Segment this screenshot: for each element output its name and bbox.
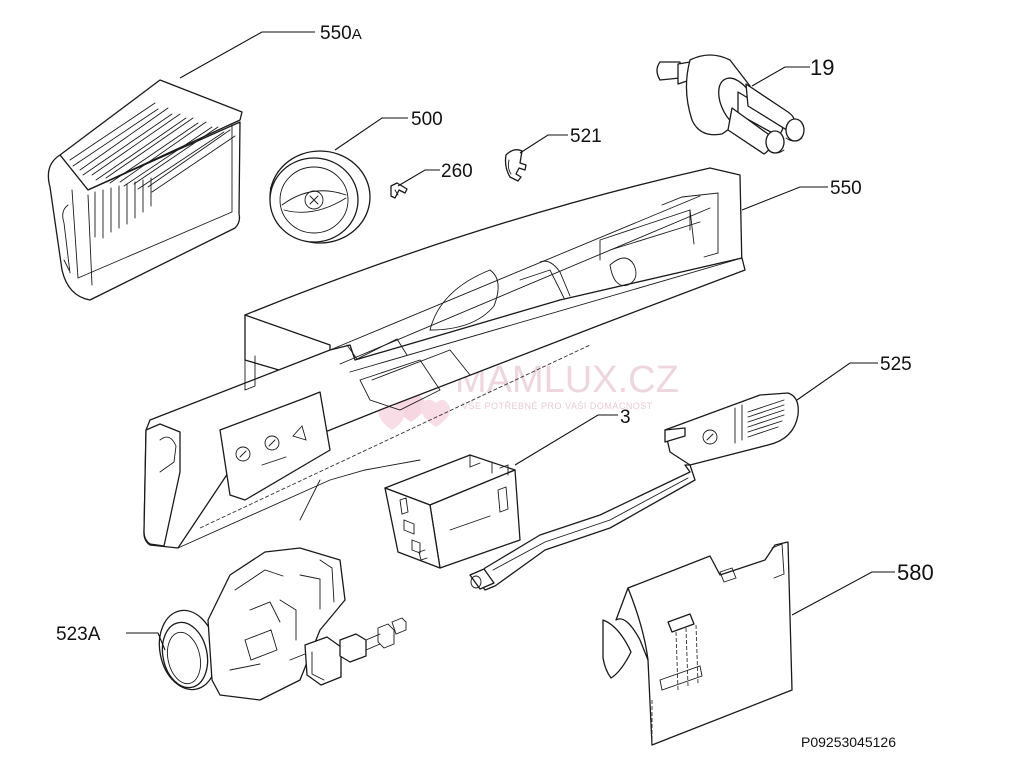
callout-550a[interactable]: 550A [320,23,362,44]
part-550a-lamp-cover[interactable] [47,79,243,301]
callout-523a-number: 523 [56,624,88,645]
callout-523a-suffix: A [88,624,101,645]
callout-525[interactable]: 525 [880,354,912,375]
leader-500 [334,117,408,151]
leader-260 [397,169,440,187]
leader-550 [741,186,828,211]
callout-19[interactable]: 19 [810,55,834,80]
callout-523a[interactable]: 523A [56,624,101,645]
part-550-control-housing[interactable] [143,167,746,549]
leader-lines [126,31,895,651]
part-260-clip[interactable] [390,182,408,199]
part-523a-lamp-holder[interactable] [152,547,407,701]
callout-580[interactable]: 580 [897,560,934,585]
leader-19 [751,66,810,87]
callout-521[interactable]: 521 [570,126,602,147]
part-500-thermostat-knob[interactable] [269,150,371,244]
grille-slots [69,102,236,193]
callout-260[interactable]: 260 [441,161,473,182]
watermark-tagline: VŠE POTŘEBNÉ PRO VAŠI DOMÁCNOST [462,401,653,411]
callout-550a-suffix: A [352,26,362,43]
leader-521 [519,134,568,154]
part-19-lamp-bulb[interactable] [656,54,805,155]
leader-523a [126,632,166,651]
callout-550a-number: 550 [320,23,352,44]
leader-525 [796,362,878,401]
leader-3 [514,414,618,466]
part-521-cap[interactable] [504,149,527,182]
part-3-thermostat[interactable] [384,454,521,569]
callout-550[interactable]: 550 [830,178,862,199]
leader-580 [791,571,895,616]
part-525-sensor-holder[interactable] [469,392,799,591]
drawing-code: P09253045126 [801,734,896,750]
callout-3[interactable]: 3 [620,407,631,428]
leader-550a [179,31,315,79]
callout-labels: 550A 500 260 521 19 550 525 3 580 523A [56,23,934,645]
part-580-cover-plate[interactable] [602,541,793,746]
callout-500[interactable]: 500 [411,109,443,130]
